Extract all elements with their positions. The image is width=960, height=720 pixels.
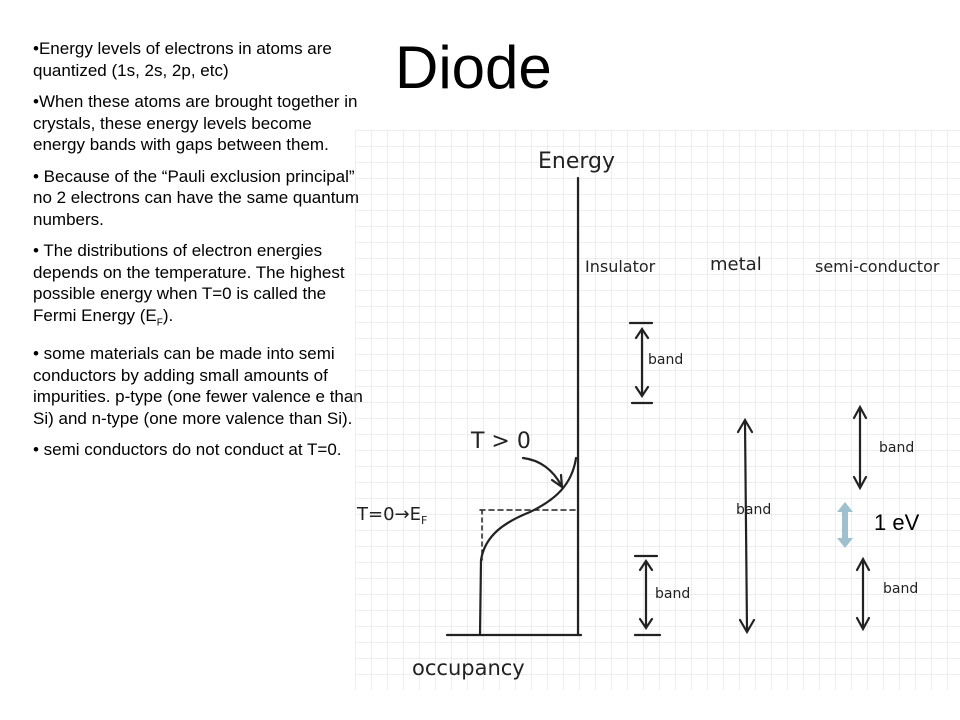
temp-label-hot: T > 0: [470, 429, 531, 454]
bullet-list: •Energy levels of electrons in atoms are…: [33, 38, 368, 471]
arrowhead: [638, 559, 654, 572]
material-label-metal: metal: [710, 254, 762, 275]
band-label: band: [655, 586, 690, 602]
bullet-item: •Energy levels of electrons in atoms are…: [33, 39, 332, 80]
slide-title: Diode: [395, 34, 552, 101]
material-label-insulator: Insulator: [585, 257, 656, 276]
band-label: band: [883, 581, 918, 597]
arrowhead: [855, 556, 871, 572]
metal-band-arrow: [743, 420, 749, 632]
band-diagram: Energy occupancy Insulator metal semi-co…: [355, 130, 960, 690]
distribution-curve: [478, 456, 578, 637]
bullet-item: •When these atoms are brought together i…: [33, 92, 358, 154]
arrowhead: [738, 618, 756, 635]
temp-label-zero: T=0→EF: [356, 504, 427, 527]
arrowhead: [634, 327, 650, 340]
arrowhead: [855, 616, 871, 632]
band-label: band: [879, 440, 914, 456]
bullet-item: • some materials can be made into semi c…: [33, 344, 363, 428]
hot-curve-arrowhead: [550, 473, 564, 490]
bullet-item: • semi conductors do not conduct at T=0.: [33, 440, 342, 460]
arrowhead: [852, 475, 868, 491]
arrowhead: [736, 417, 754, 434]
band-label: band: [736, 502, 771, 518]
arrowhead: [638, 617, 654, 630]
band-label: band: [648, 352, 683, 368]
occupancy-axis-label: occupancy: [412, 656, 525, 680]
material-label-semiconductor: semi-conductor: [815, 257, 940, 276]
graph-paper-grid: [355, 130, 960, 690]
bullet-item: • Because of the “Pauli exclusion princi…: [33, 166, 360, 229]
bullet-item: • The distributions of electron energies…: [33, 241, 345, 328]
arrowhead: [852, 404, 868, 420]
gap-label: 1 eV: [874, 510, 920, 535]
hot-curve-arrow: [521, 456, 563, 487]
arrowhead: [634, 385, 650, 398]
gap-arrow: [837, 502, 853, 548]
energy-axis-label: Energy: [538, 149, 615, 174]
